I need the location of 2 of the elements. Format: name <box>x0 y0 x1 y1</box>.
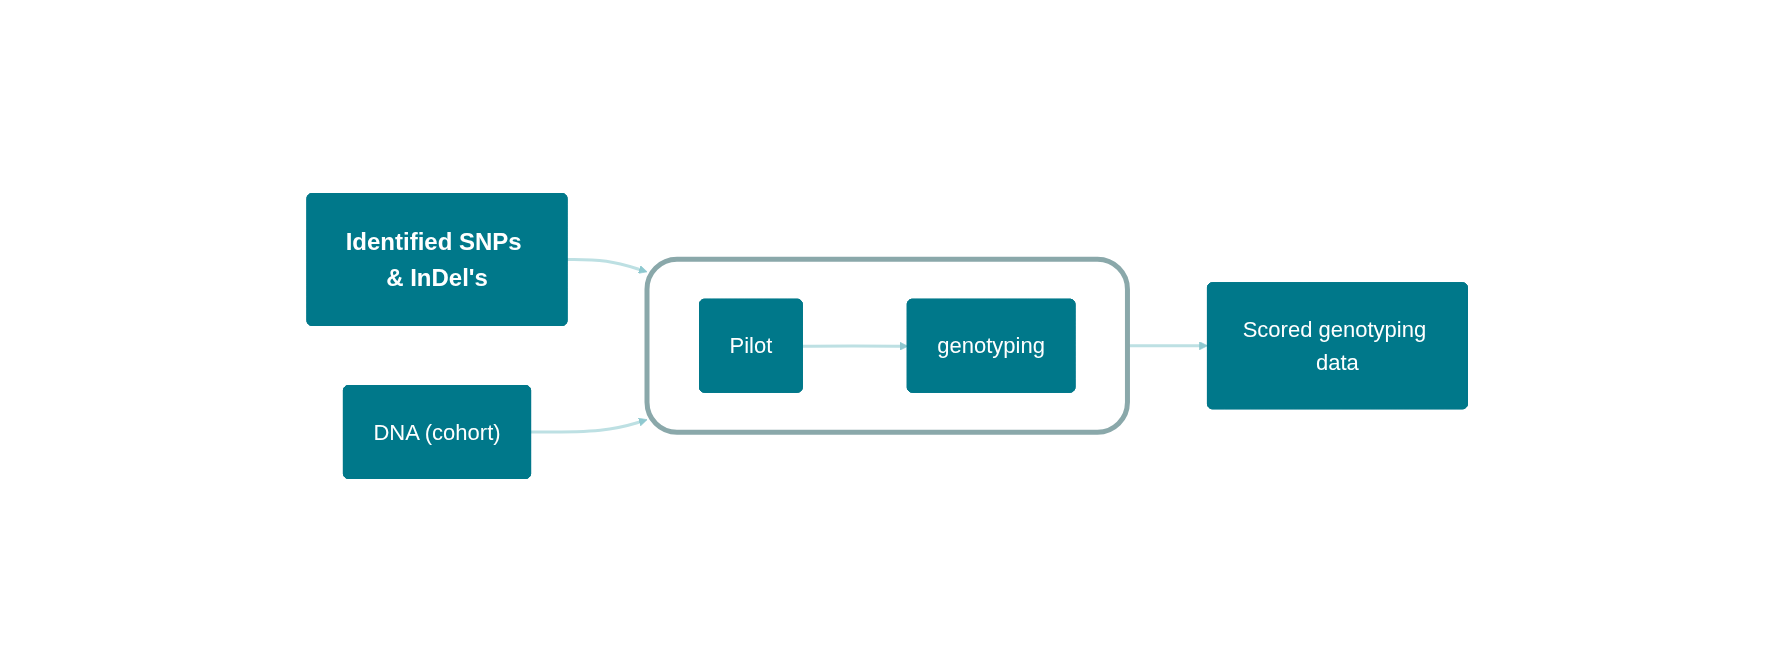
arrow <box>803 341 909 351</box>
cluster <box>644 256 1131 435</box>
